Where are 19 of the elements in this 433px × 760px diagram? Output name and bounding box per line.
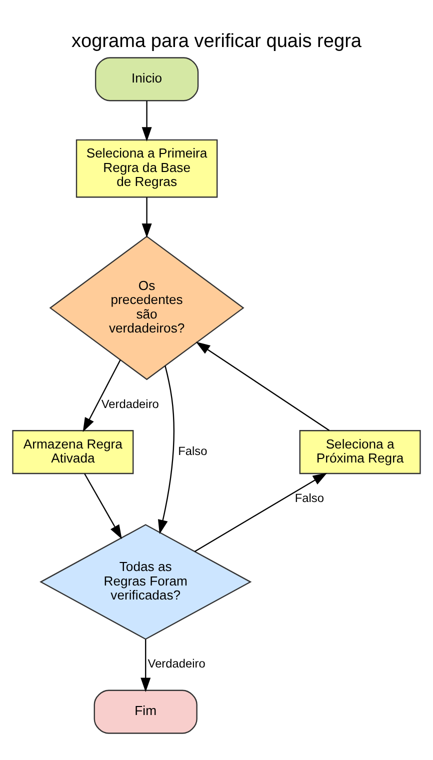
node-diamond: Os precedentes são verdadeiros? bbox=[49, 236, 244, 380]
arrow bbox=[142, 100, 152, 142]
node-box: Seleciona a Próxima Regra bbox=[299, 430, 421, 474]
node-box: Seleciona a Primeira Regra da Base de Regras bbox=[76, 139, 218, 198]
node-box: Inicio bbox=[94, 57, 199, 102]
arrow bbox=[194, 472, 328, 552]
arrow bbox=[82, 360, 121, 432]
edge-label: Verdadeiro bbox=[148, 656, 206, 671]
diagram-title: xograma para verificar quais regra bbox=[71, 30, 362, 52]
arrow bbox=[84, 473, 122, 540]
arrow bbox=[196, 342, 330, 431]
edge-label: Verdadeiro bbox=[101, 396, 159, 411]
node-box: Fim bbox=[94, 690, 198, 734]
arrow bbox=[158, 366, 174, 534]
arrow bbox=[142, 197, 152, 238]
node-box: Armazena Regra Ativada bbox=[12, 430, 134, 474]
arrow bbox=[140, 639, 151, 692]
edge-label: Falso bbox=[294, 491, 324, 506]
edge-label: Falso bbox=[178, 444, 208, 458]
